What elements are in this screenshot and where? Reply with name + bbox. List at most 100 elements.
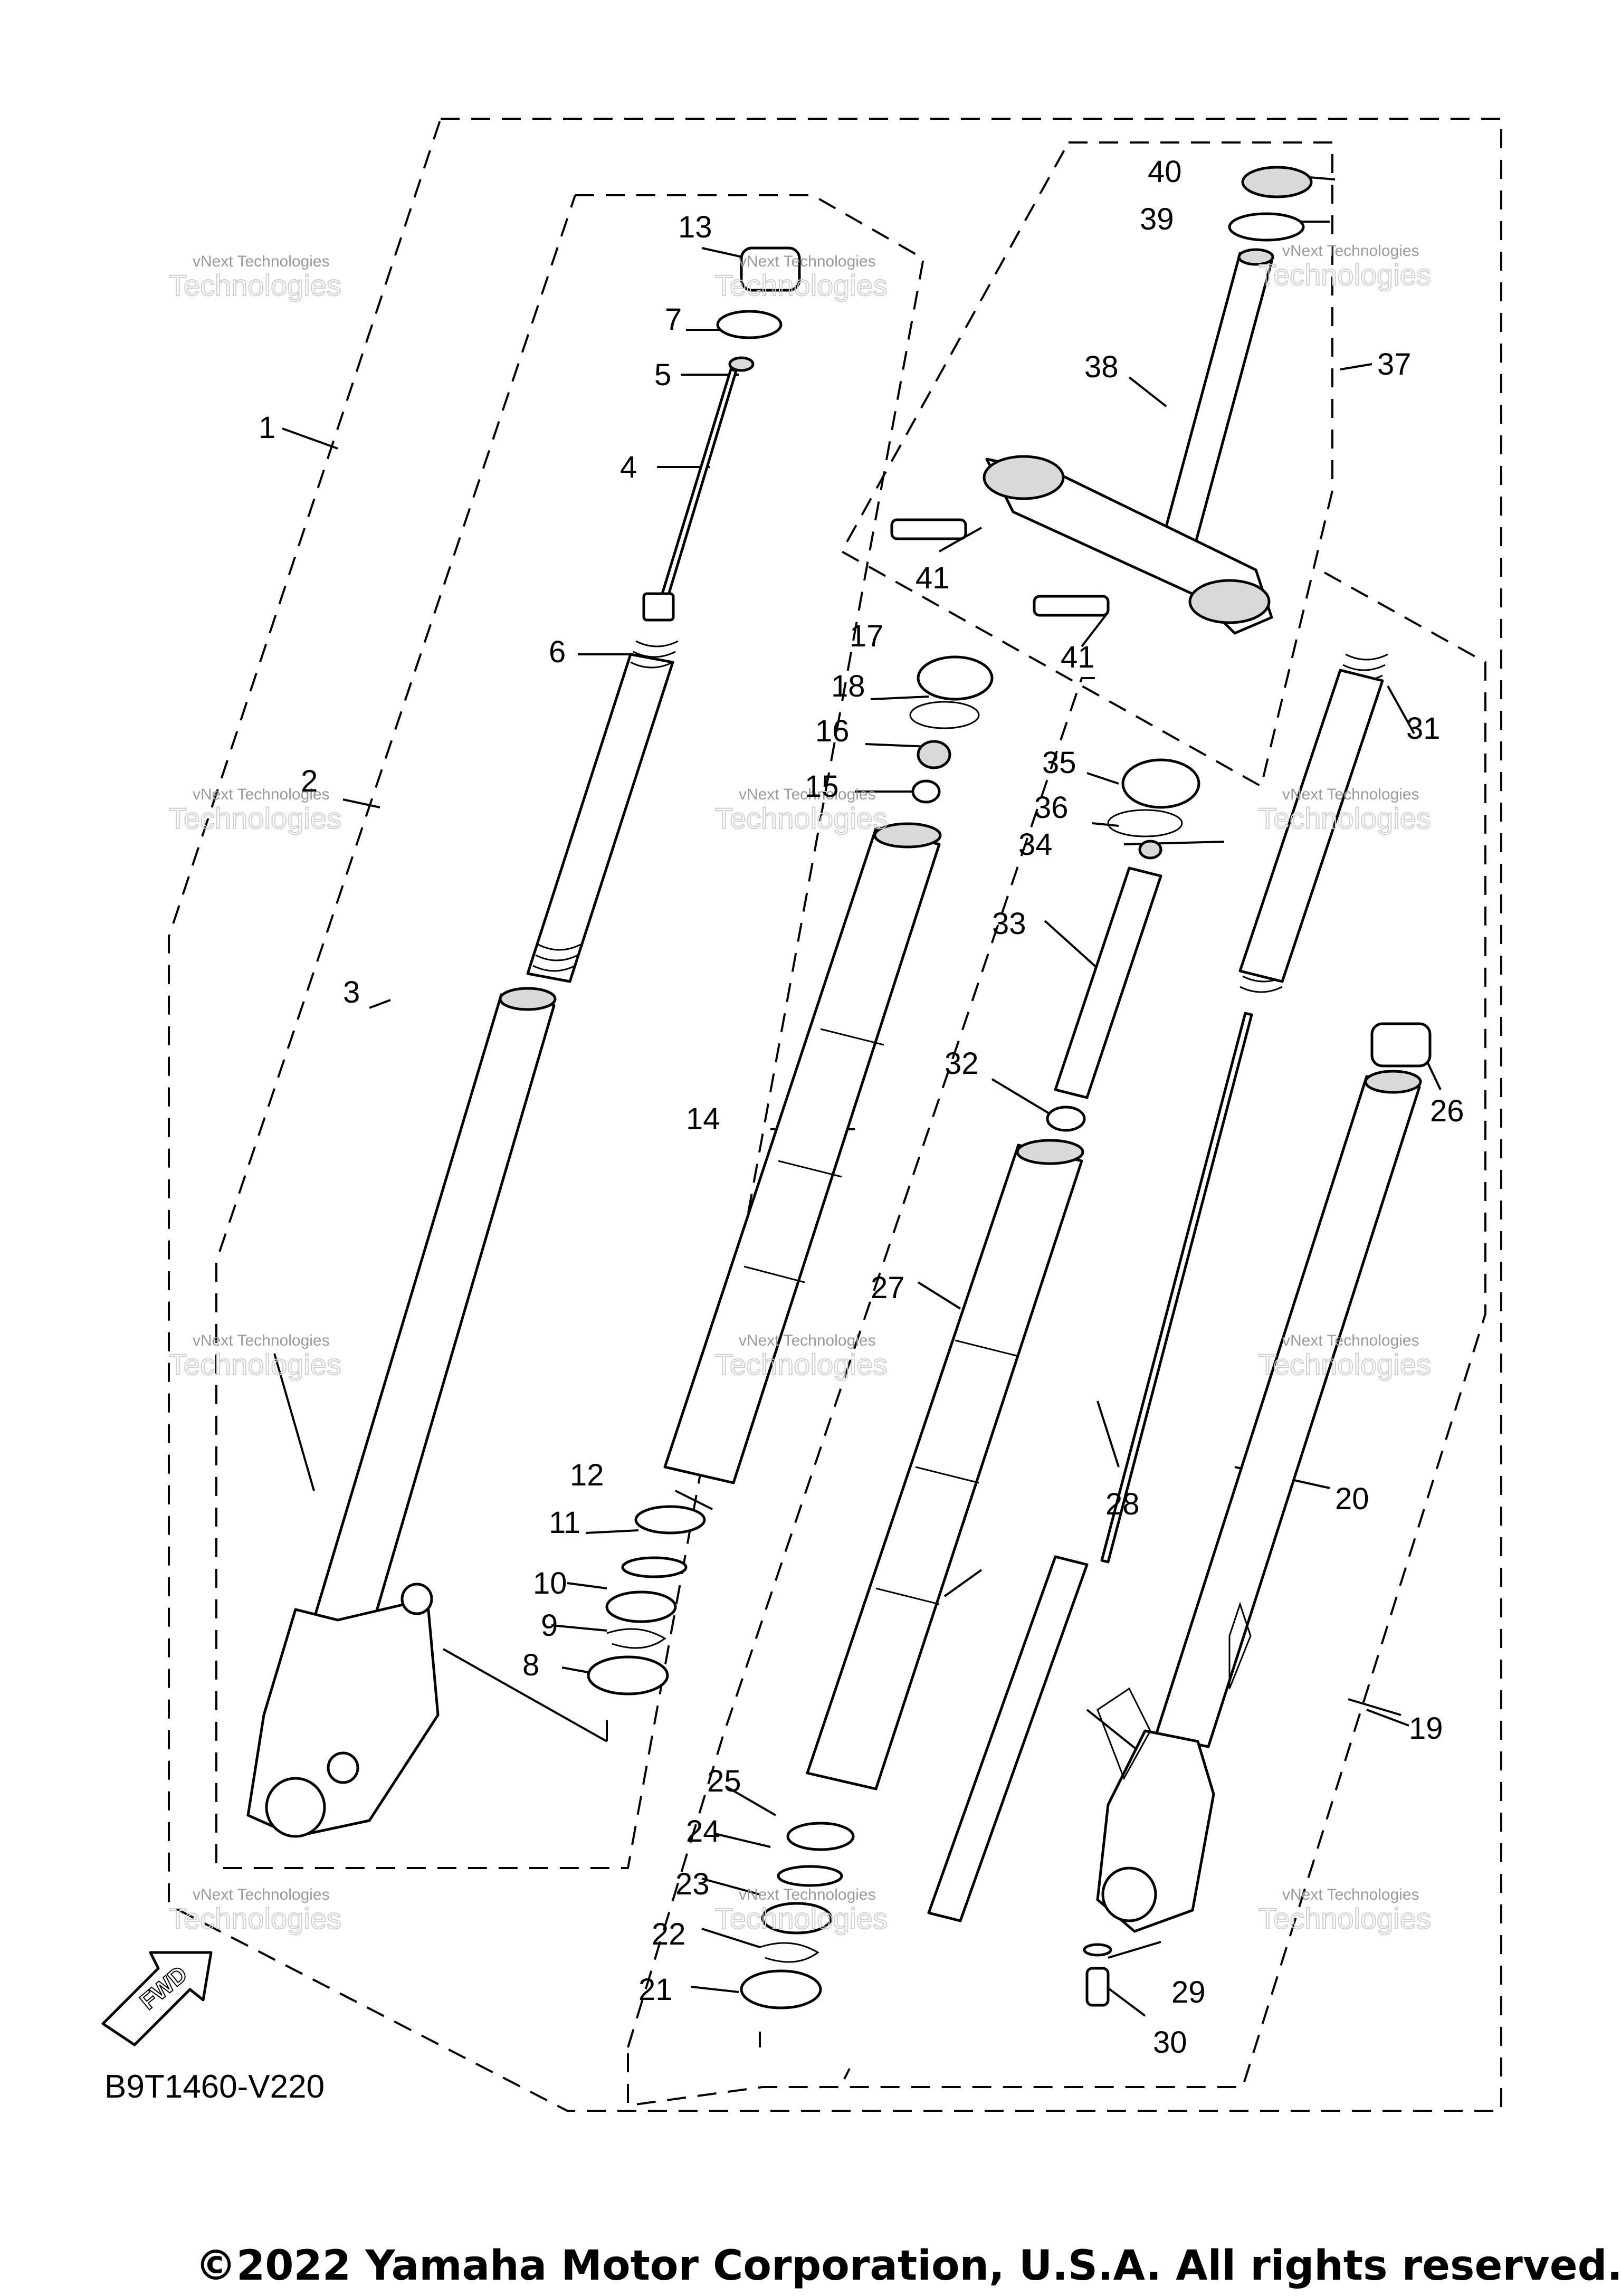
- callout-7: 7: [665, 302, 682, 337]
- watermark-label: Technologies: [715, 802, 888, 835]
- cap-26: [1370, 1022, 1432, 1068]
- callout-36: 36: [1034, 790, 1069, 825]
- callout-18: 18: [831, 669, 865, 703]
- group-outline-37: [840, 141, 1333, 788]
- part-21: [740, 1969, 822, 2009]
- copyright-notice: ©2022 Yamaha Motor Corporation, U.S.A. A…: [195, 2242, 1621, 2290]
- cap-13: [740, 246, 801, 292]
- right-fork-assembly: [1083, 653, 1432, 2007]
- callout-41-upper: 41: [916, 561, 950, 595]
- callout-10: 10: [533, 1566, 567, 1600]
- callout-34: 34: [1018, 827, 1053, 862]
- part-36: [1107, 809, 1183, 837]
- callout-29: 29: [1171, 1975, 1206, 2009]
- callout-11: 11: [549, 1506, 580, 1540]
- part-8: [587, 1655, 669, 1695]
- watermark-label: vNext Technologies: [1282, 1886, 1419, 1903]
- watermarks: vNext Technologies Technologies vNext Te…: [168, 242, 1432, 1936]
- inner-tube-20-top: [1364, 1070, 1422, 1094]
- watermark-label: vNext Technologies: [1282, 786, 1419, 803]
- callout-27: 27: [871, 1271, 905, 1305]
- axle-boss: [265, 1777, 326, 1838]
- callout-33: 33: [992, 907, 1026, 941]
- watermark-label: vNext Technologies: [193, 253, 330, 270]
- group-outline-lower: [627, 677, 1095, 2048]
- bolt-41-upper: [890, 518, 967, 540]
- watermark-label: Technologies: [169, 1348, 341, 1381]
- callout-5: 5: [654, 358, 671, 392]
- seal-group-left: [587, 1505, 706, 1695]
- tube-14-band-1: [743, 1028, 884, 1283]
- callout-numbers: 1 2 3 4 5 6 7 8 9 10 11 12 13 14 15 16 1…: [259, 155, 1464, 2060]
- callout-30: 30: [1153, 2025, 1187, 2060]
- callout-14: 14: [686, 1102, 720, 1136]
- damper-cylinder-6: [526, 653, 674, 983]
- callout-31: 31: [1406, 711, 1441, 746]
- fwd-arrow-icon: FWD: [101, 1951, 213, 2046]
- watermark-label: vNext Technologies: [739, 1332, 876, 1349]
- caliper-mount-a: [401, 1583, 433, 1615]
- middle-right-parts: [806, 758, 1253, 1922]
- watermark-label: vNext Technologies: [1282, 242, 1419, 260]
- watermark-label: Technologies: [169, 269, 341, 302]
- callout-17: 17: [850, 619, 884, 653]
- collar-5: [728, 356, 755, 372]
- watermark-label: Technologies: [1258, 258, 1431, 291]
- axle-boss-right: [1101, 1866, 1157, 1922]
- part-22: [759, 1942, 819, 1963]
- group-outline-19: [627, 571, 1486, 2107]
- left-fork-assembly: [246, 246, 801, 1838]
- part-18: [909, 701, 980, 729]
- group-outlines: [168, 118, 1502, 2112]
- part-35: [1121, 758, 1200, 809]
- inner-tube-20: [1154, 1075, 1421, 1748]
- callout-28: 28: [1105, 1487, 1140, 1521]
- callout-3: 3: [343, 975, 360, 1009]
- part-16: [917, 740, 951, 769]
- callout-9: 9: [541, 1608, 558, 1643]
- tube-27-band: [875, 1339, 1019, 1605]
- callout-35: 35: [1042, 746, 1076, 780]
- watermark-label: vNext Technologies: [739, 253, 876, 270]
- callout-25: 25: [707, 1764, 741, 1798]
- callout-40: 40: [1148, 155, 1182, 189]
- callout-16: 16: [815, 714, 850, 748]
- group-outline-1: [168, 118, 1502, 2112]
- callout-37: 37: [1377, 347, 1412, 382]
- part-12: [634, 1505, 706, 1535]
- part-39: [1228, 212, 1305, 242]
- rod-nut: [642, 592, 675, 622]
- watermark-label: Technologies: [715, 269, 888, 302]
- callout-19: 19: [1409, 1711, 1443, 1746]
- bracket-hole-right: [1188, 579, 1271, 624]
- spacer-7: [716, 310, 783, 339]
- spring-6: [532, 640, 679, 972]
- callout-32: 32: [945, 1046, 979, 1081]
- callout-38: 38: [1084, 350, 1119, 384]
- callout-15: 15: [805, 769, 839, 804]
- watermark-label: Technologies: [715, 1902, 888, 1935]
- part-25: [786, 1822, 855, 1851]
- diagram-code: B9T1460-V220: [104, 2069, 325, 2105]
- triple-clamp-group: [890, 166, 1313, 635]
- watermark-label: vNext Technologies: [739, 786, 876, 803]
- damper-rod-4: [657, 368, 738, 608]
- part-10: [605, 1590, 677, 1623]
- part-29: [1083, 1943, 1112, 1957]
- rod-33: [1054, 866, 1162, 1099]
- part-40: [1241, 166, 1313, 198]
- inner-tube-3: [310, 993, 556, 1637]
- callout-4: 4: [620, 450, 637, 484]
- watermark-label: vNext Technologies: [739, 1886, 876, 1903]
- watermark-label: Technologies: [1258, 1348, 1431, 1381]
- watermark-label: vNext Technologies: [193, 786, 330, 803]
- watermark-label: vNext Technologies: [193, 1886, 330, 1903]
- callout-26: 26: [1430, 1094, 1464, 1128]
- outer-tube-14: [663, 827, 941, 1484]
- part-24: [777, 1865, 843, 1887]
- watermark-label: Technologies: [1258, 802, 1431, 835]
- watermark-label: Technologies: [169, 1902, 341, 1935]
- part-11: [621, 1556, 688, 1578]
- steering-stem-38-top: [1237, 248, 1274, 266]
- callout-21: 21: [638, 1973, 673, 2007]
